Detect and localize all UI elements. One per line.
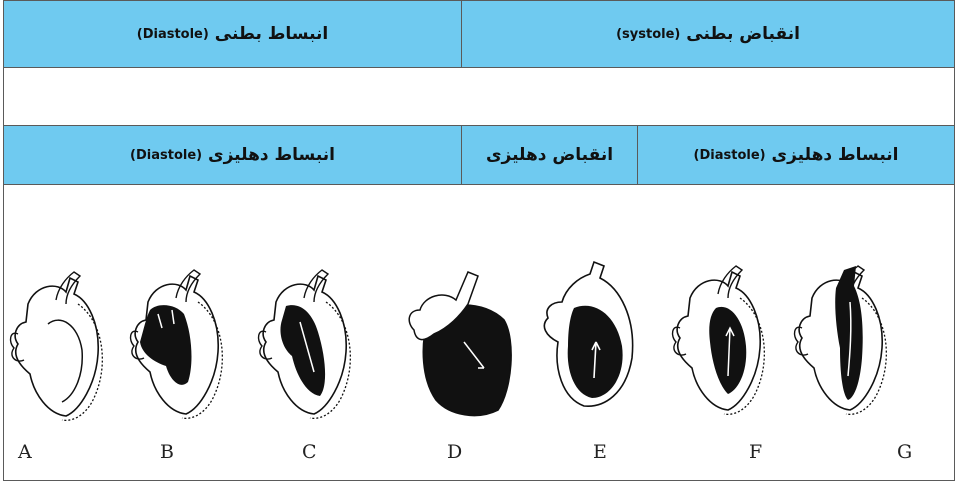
heart-f bbox=[671, 265, 766, 416]
atrial-diastole-header-right: انبساط دهلیزی (Diastole) bbox=[638, 126, 954, 184]
atrial-diastole-header-left: انبساط دهلیزی (Diastole) bbox=[4, 126, 461, 184]
atrial-systole-label: انقباض دهلیزی bbox=[485, 145, 614, 165]
stage-letter-d: D bbox=[447, 441, 463, 463]
atrial-diastole-right-latin: (Diastole) bbox=[693, 147, 766, 163]
stage-letter-a: A bbox=[18, 441, 32, 463]
atrial-diastole-right-label: انبساط دهلیزی bbox=[771, 145, 899, 165]
heart-c bbox=[257, 269, 352, 420]
ventricular-diastole-label: انبساط بطنی bbox=[214, 24, 329, 44]
atrial-systole-header: انقباض دهلیزی bbox=[462, 126, 637, 184]
heart-a bbox=[9, 271, 104, 422]
stage-letter-g: G bbox=[897, 441, 913, 463]
heart-e bbox=[543, 260, 634, 407]
ventricular-systole-label: انقباض بطنی bbox=[686, 24, 800, 44]
stage-letter-f: F bbox=[749, 441, 763, 463]
heart-g bbox=[793, 265, 888, 416]
stage-letter-c: C bbox=[302, 441, 317, 463]
ventricular-diastole-header: انبساط بطنی (Diastole) bbox=[4, 1, 461, 67]
atrial-diastole-left-latin: (Diastole) bbox=[130, 147, 203, 163]
heart-b bbox=[129, 269, 224, 420]
stage-letter-b: B bbox=[160, 441, 174, 463]
ventricular-systole-latin: (systole) bbox=[616, 26, 681, 42]
ventricular-diastole-latin: (Diastole) bbox=[136, 26, 209, 42]
stage-letter-e: E bbox=[593, 441, 607, 463]
heart-stages-illustration bbox=[9, 260, 888, 422]
diagram-frame: انبساط بطنی (Diastole) انقباض بطنی (syst… bbox=[3, 0, 955, 481]
atrial-diastole-left-label: انبساط دهلیزی bbox=[208, 145, 335, 165]
ventricular-systole-header: انقباض بطنی (systole) bbox=[462, 1, 954, 67]
heart-d bbox=[408, 271, 512, 417]
